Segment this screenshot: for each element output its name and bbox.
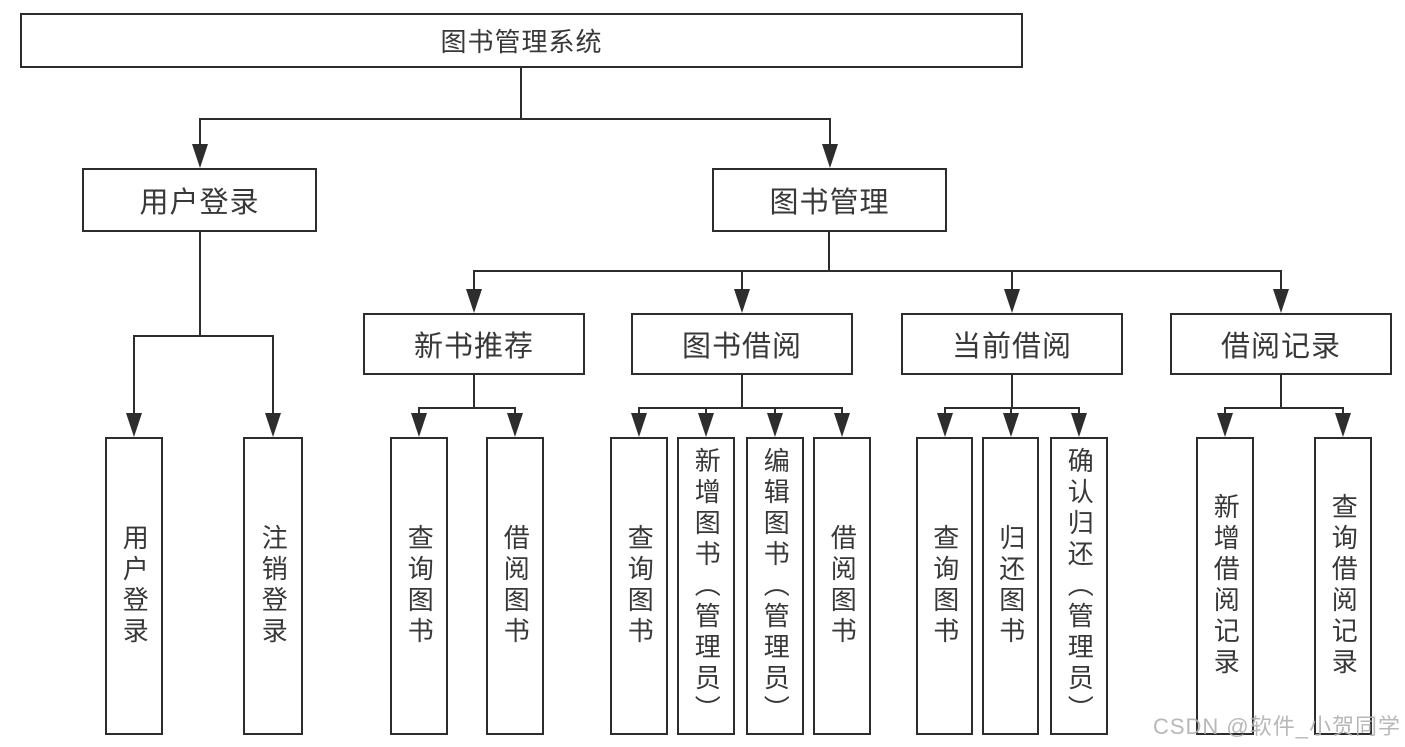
node-new-book-recommend: 新书推荐 xyxy=(363,313,585,375)
arrow-down-icon xyxy=(466,289,482,313)
arrow-down-icon xyxy=(937,413,953,437)
arrow-down-icon xyxy=(1071,413,1087,437)
leaf-query-books-recommend: 查询图书 xyxy=(390,437,448,735)
connector-line xyxy=(841,407,843,416)
arrow-down-icon xyxy=(507,413,523,437)
node-label: 当前借阅 xyxy=(951,331,1072,363)
arrow-down-icon xyxy=(1273,289,1289,313)
connector-line xyxy=(1342,407,1344,416)
arrow-down-icon xyxy=(822,144,838,168)
leaf-label: 借阅图书 xyxy=(827,524,858,648)
connector-line xyxy=(1011,375,1013,409)
connector-line xyxy=(418,407,516,409)
leaf-add-books-admin: 新增图书（管理员） xyxy=(677,437,735,735)
arrow-down-icon xyxy=(192,144,208,168)
leaf-logout: 注销登录 xyxy=(243,437,303,735)
arrow-down-icon xyxy=(265,413,281,437)
arrow-down-icon xyxy=(631,413,647,437)
leaf-label: 借阅图书 xyxy=(500,524,531,648)
arrow-down-icon xyxy=(1003,413,1019,437)
leaf-confirm-return-admin: 确认归还（管理员） xyxy=(1050,437,1108,735)
arrow-down-icon xyxy=(734,289,750,313)
connector-line xyxy=(944,407,946,416)
connector-line xyxy=(1280,270,1282,291)
csdn-watermark: CSDN @软件_小贺同学 xyxy=(1152,714,1401,739)
connector-line xyxy=(1280,375,1282,409)
leaf-label: 编辑图书（管理员） xyxy=(760,446,791,726)
leaf-add-borrow-record: 新增借阅记录 xyxy=(1196,437,1254,735)
connector-line xyxy=(272,335,274,415)
connector-line xyxy=(774,407,776,416)
leaf-label: 查询借阅记录 xyxy=(1328,493,1359,679)
connector-line xyxy=(741,270,743,291)
node-book-borrowing: 图书借阅 xyxy=(631,313,853,375)
arrow-down-icon xyxy=(126,413,142,437)
leaf-borrow-books-recommend: 借阅图书 xyxy=(486,437,544,735)
connector-line xyxy=(514,407,516,416)
connector-line xyxy=(741,375,743,409)
arrow-down-icon xyxy=(1335,413,1351,437)
arrow-down-icon xyxy=(834,413,850,437)
node-label: 借阅记录 xyxy=(1220,331,1341,363)
leaf-label: 查询图书 xyxy=(404,524,435,648)
node-label: 图书借阅 xyxy=(681,331,802,363)
connector-line xyxy=(473,270,475,291)
node-book-management: 图书管理 xyxy=(712,168,947,232)
connector-line xyxy=(1010,407,1012,416)
arrow-down-icon xyxy=(767,413,783,437)
node-label: 图书管理 xyxy=(769,187,890,219)
connector-line xyxy=(1011,270,1013,291)
connector-line xyxy=(473,375,475,409)
leaf-borrow-books: 借阅图书 xyxy=(813,437,871,735)
connector-line xyxy=(828,232,830,272)
leaf-label: 注销登录 xyxy=(258,524,289,648)
leaf-label: 新增借阅记录 xyxy=(1210,493,1241,679)
connector-line xyxy=(638,407,843,409)
node-label: 图书管理系统 xyxy=(440,27,603,57)
arrow-down-icon xyxy=(1217,413,1233,437)
leaf-label: 用户登录 xyxy=(119,524,150,648)
node-borrowing-records: 借阅记录 xyxy=(1170,313,1392,375)
leaf-label: 归还图书 xyxy=(995,524,1026,648)
node-library-management-system: 图书管理系统 xyxy=(20,13,1023,68)
node-current-borrowing: 当前借阅 xyxy=(901,313,1123,375)
connector-line xyxy=(473,270,1282,272)
connector-line xyxy=(199,232,201,337)
node-label: 用户登录 xyxy=(139,187,260,219)
connector-line xyxy=(520,68,522,120)
connector-line xyxy=(1078,407,1080,416)
connector-line xyxy=(418,407,420,416)
leaf-label: 查询图书 xyxy=(929,524,960,648)
arrow-down-icon xyxy=(698,413,714,437)
connector-line xyxy=(199,118,831,120)
node-label: 新书推荐 xyxy=(413,331,534,363)
arrow-down-icon xyxy=(411,413,427,437)
leaf-label: 查询图书 xyxy=(624,524,655,648)
connector-line xyxy=(944,407,1080,409)
node-user-login: 用户登录 xyxy=(82,168,317,232)
connector-line xyxy=(199,118,201,146)
leaf-user-login: 用户登录 xyxy=(105,437,163,735)
connector-line xyxy=(829,118,831,146)
leaf-label: 新增图书（管理员） xyxy=(691,446,722,726)
connector-line xyxy=(705,407,707,416)
leaf-query-borrow-record: 查询借阅记录 xyxy=(1314,437,1372,735)
connector-line xyxy=(1224,407,1344,409)
connector-line xyxy=(133,335,274,337)
arrow-down-icon xyxy=(1004,289,1020,313)
connector-line xyxy=(133,335,135,415)
connector-line xyxy=(638,407,640,416)
leaf-query-books-borrowing: 查询图书 xyxy=(610,437,668,735)
leaf-query-books-current: 查询图书 xyxy=(916,437,973,735)
leaf-return-books: 归还图书 xyxy=(982,437,1039,735)
connector-line xyxy=(1224,407,1226,416)
leaf-label: 确认归还（管理员） xyxy=(1064,446,1095,726)
leaf-edit-books-admin: 编辑图书（管理员） xyxy=(746,437,804,735)
